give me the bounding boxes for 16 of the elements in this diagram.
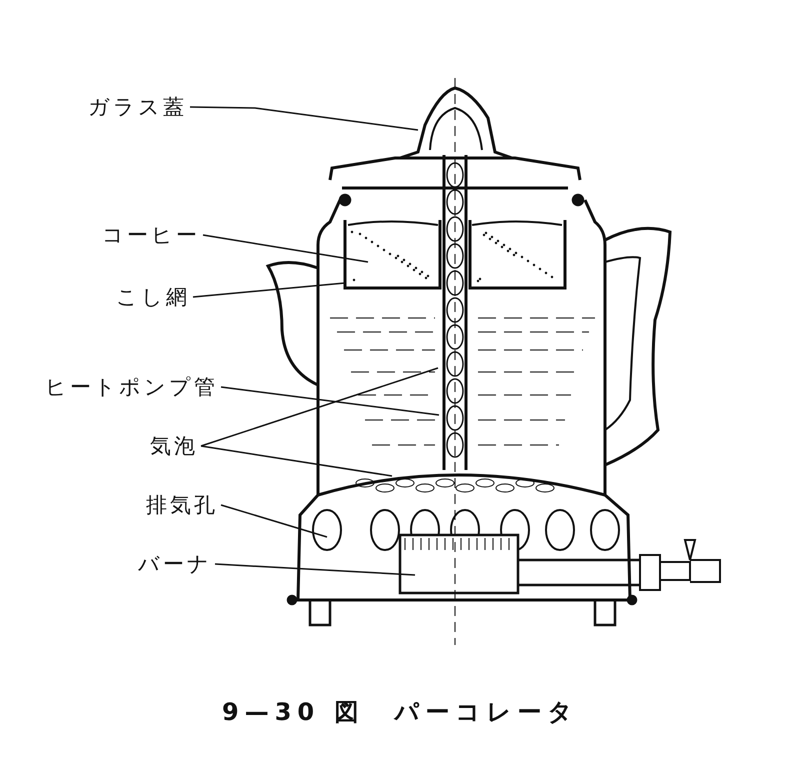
part-label: ヒートポンプ管 bbox=[45, 374, 218, 400]
leader-line bbox=[220, 386, 440, 416]
leader-line bbox=[220, 504, 328, 538]
leader-line bbox=[190, 106, 418, 131]
part-label: ガラス蓋 bbox=[88, 94, 187, 120]
leader-line bbox=[200, 445, 392, 477]
leader-line bbox=[214, 563, 416, 576]
part-label: バーナ bbox=[138, 551, 212, 577]
part-label: 排気孔 bbox=[146, 492, 218, 518]
part-label: コーヒー bbox=[102, 222, 200, 248]
leader-line bbox=[202, 234, 368, 263]
leader-line bbox=[192, 282, 346, 298]
leader-line bbox=[200, 367, 438, 447]
figure-caption: 9—30 図 パーコレータ bbox=[222, 697, 578, 728]
part-label: 気泡 bbox=[150, 433, 198, 459]
part-label: こし網 bbox=[116, 284, 190, 310]
